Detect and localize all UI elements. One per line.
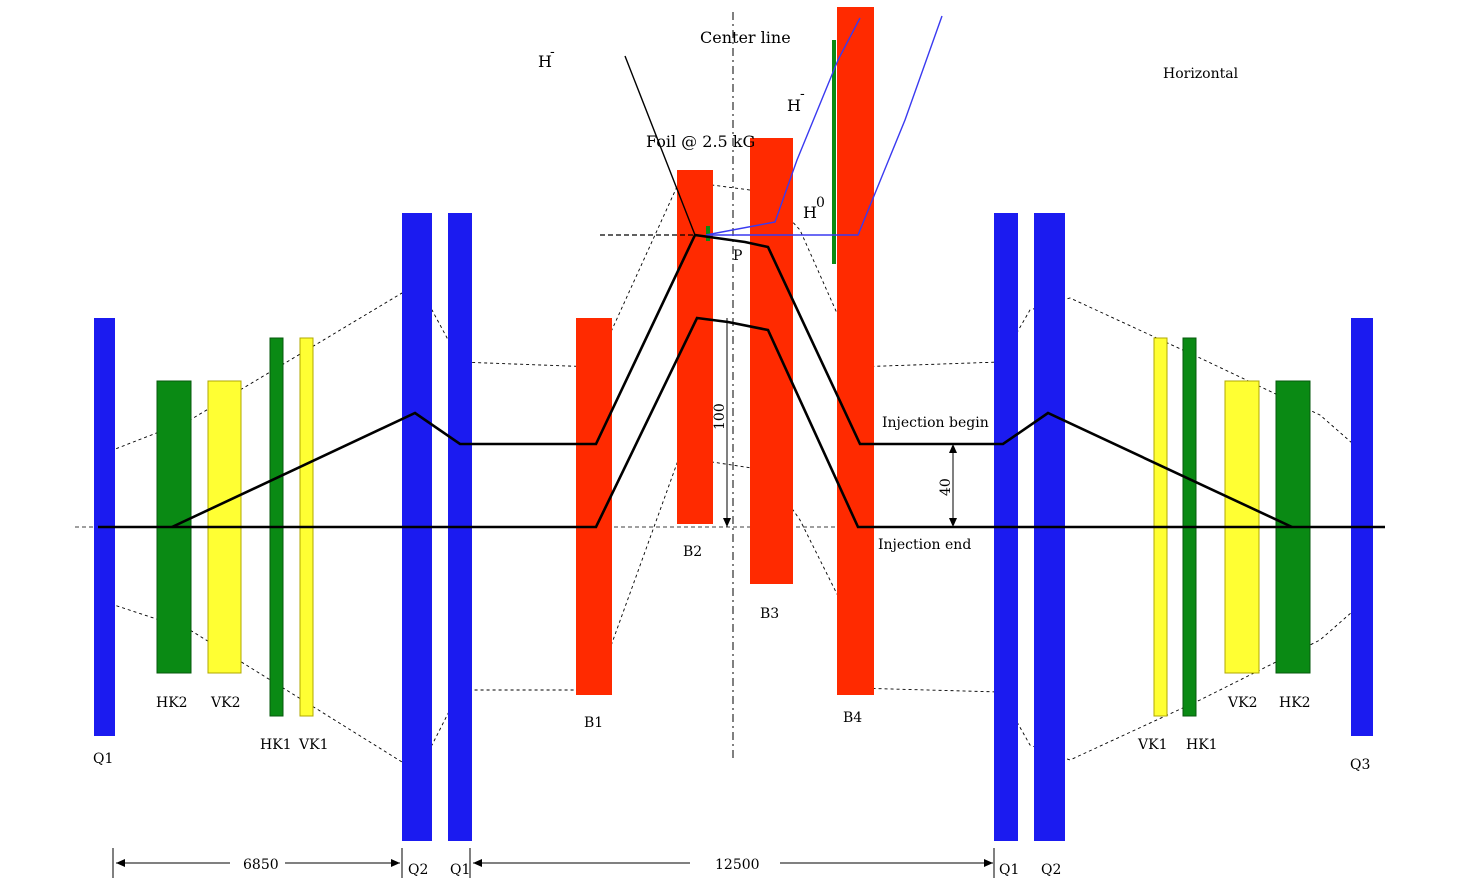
right-q3-label: Q3 <box>1350 757 1370 773</box>
foil-marker <box>706 226 710 241</box>
left-hk2-label: HK2 <box>156 695 188 711</box>
h-minus-top-sup: - <box>550 44 555 60</box>
left-q1-bottom-label: Q1 <box>450 862 470 878</box>
left-q1-label: Q1 <box>93 751 113 767</box>
left-q2-bottom-label: Q2 <box>408 862 428 878</box>
injection-end-orbit <box>98 316 1385 529</box>
p-label: P <box>733 248 742 264</box>
right-vk2-label: VK2 <box>1227 695 1257 711</box>
dim-100-arrow <box>723 518 731 527</box>
h-zero-path <box>706 15 943 236</box>
right-vk1-label: VK1 <box>1137 737 1167 753</box>
left-vk2-label: VK2 <box>210 695 240 711</box>
injection-begin-label: Injection begin <box>882 415 989 431</box>
b4-label: B4 <box>843 710 862 726</box>
dim-40-arrow-top <box>949 444 957 453</box>
b3-bend <box>750 138 793 584</box>
h-zero-label: H <box>803 203 817 222</box>
injection-end-label: Injection end <box>878 537 971 553</box>
h-zero-sup: 0 <box>816 195 825 211</box>
b4-bend <box>837 7 874 695</box>
center-line-label: Center line <box>700 28 791 47</box>
h-minus-right-sup: - <box>800 86 805 102</box>
left-hk1-label: HK1 <box>260 737 292 753</box>
b1-label: B1 <box>584 715 603 731</box>
horizontal-label: Horizontal <box>1163 66 1239 82</box>
right-q1-bottom-label: Q1 <box>999 862 1019 878</box>
b2-label: B2 <box>683 544 702 560</box>
incoming-h-minus-line <box>624 55 696 236</box>
dim-100-label: 100 <box>712 403 728 430</box>
dim-12500-arrow-right <box>984 859 993 867</box>
h-minus-top-label: H <box>538 52 552 71</box>
dim-40-arrow-bottom <box>949 518 957 527</box>
dim-6850-label: 6850 <box>243 857 279 873</box>
dim-6850-arrow-left <box>116 859 125 867</box>
dim-12500-arrow-left <box>473 859 482 867</box>
dim-40-label: 40 <box>938 478 954 496</box>
right-hk1-label: HK1 <box>1186 737 1218 753</box>
dim-12500-label: 12500 <box>715 857 760 873</box>
stripper-foil-bar <box>832 40 836 264</box>
h-minus-path <box>705 17 861 236</box>
h-minus-right-label: H <box>787 96 801 115</box>
dim-6850-arrow-right <box>391 859 400 867</box>
foil-label: Foil @ 2.5 kG <box>646 132 755 151</box>
right-hk2-label: HK2 <box>1279 695 1311 711</box>
left-vk1-label: VK1 <box>298 737 328 753</box>
injection-begin-orbit <box>171 233 1293 529</box>
right-q2-bottom-label: Q2 <box>1041 862 1061 878</box>
b3-label: B3 <box>760 606 779 622</box>
